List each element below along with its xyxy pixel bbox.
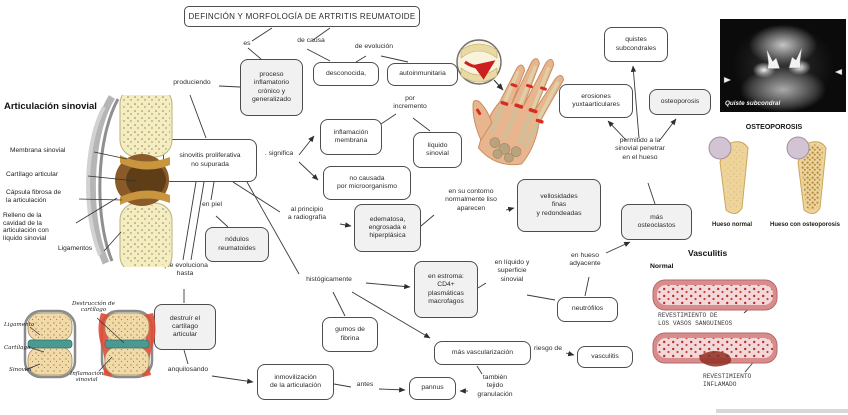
node-liquido-sinovial: líquido sinovial	[413, 132, 462, 168]
edge-label-en-contorno: en su contorno normalmente liso aparecen	[445, 188, 497, 212]
anatomy-title: Articulación sinovial	[4, 101, 97, 112]
edge-label-en-liquido: en líquido y superficie sinovial	[494, 259, 530, 283]
anatomy-label-capsula: Cápsula fibrosa de la articulación	[6, 189, 61, 204]
edge-label-de-causa: de causa	[297, 37, 325, 44]
edge-label-es: es	[243, 40, 251, 47]
edge-label-de-evolucion: de evolución	[354, 43, 394, 50]
osteoporosis-bones-illustration	[708, 136, 827, 214]
vasculitis-lining-label: REVESTIMIENTO DE LOS VASOS SANGUINEOS	[658, 312, 733, 328]
anatomy-label-cartilago: Cartílago articular	[6, 171, 59, 178]
edge-label-al-principio: al principio a radiografía	[287, 206, 327, 222]
joint-label-ligamento: Ligamento	[4, 322, 35, 328]
joint-label-destruccion: Destrucción de cartílago	[72, 301, 115, 314]
knee-xray-image: Quiste subcondral	[720, 19, 846, 112]
anatomy-label-relleno: Relleno de la cavidad de la articulación…	[3, 212, 49, 242]
anatomy-label-ligamentos: Ligamentos	[58, 245, 93, 252]
edge-label-por-incremento: por incremento	[393, 95, 427, 111]
node-mas-osteoclastos: más osteoclastos	[621, 204, 692, 240]
vasculitis-normal-label: Normal	[650, 263, 674, 270]
joint-label-cartilago: Cartílago	[4, 345, 31, 351]
edge-label-en-hueso: en hueso adyacente	[569, 252, 601, 268]
vasculitis-title: Vasculitis	[688, 248, 728, 258]
edge-label-significa: . significa	[264, 150, 294, 157]
edge-label-antes: antes	[356, 381, 374, 388]
xray-arrows	[723, 46, 843, 84]
edge-label-produciendo: produciendo	[173, 79, 211, 86]
node-edematosa: edematosa, engrosada e hiperplásica	[354, 204, 421, 252]
node-proceso: proceso inflamatorio crónico y generaliz…	[240, 59, 303, 116]
node-nodulos: nódulos reumatoides	[205, 227, 269, 262]
node-autoinmunitaria: autoinmunitaria	[387, 63, 458, 86]
node-gumos: gumos de fibrina	[322, 317, 378, 352]
xray-caption: Quiste subcondral	[725, 100, 781, 107]
node-osteoporosis: osteoporosis	[649, 89, 711, 115]
node-sinovitis: sinovitis proliferativa no supurada	[163, 139, 257, 182]
arthritic-hand-illustration	[456, 39, 565, 166]
edge-label-que-evoluciona: que evoluciona hasta	[162, 262, 208, 278]
node-no-causada: no causada por microorganismo	[323, 166, 411, 200]
node-en-estroma: en estroma: CD4+ plasmáticas macrofagos	[414, 261, 478, 318]
vasculitis-vessels-illustration	[652, 279, 778, 367]
edge-label-permitido: permitido a la sinovial penetrar en el h…	[615, 137, 665, 161]
edge-label-anquilosando: anquilosando	[167, 366, 209, 373]
anatomy-label-membrana: Membrana sinovial	[10, 147, 66, 154]
node-quistes: quistes subcondrales	[604, 27, 668, 62]
osteoporosis-label-normal: Hueso normal	[711, 222, 752, 228]
node-inflamacion-membrana: inflamación membrana	[320, 119, 382, 155]
node-vellosidades: vellosidades finas y redondeadas	[517, 179, 601, 232]
node-neutrofilos: neutrófilos	[557, 297, 618, 322]
edge-label-tambien: también tejido granulación	[477, 374, 513, 398]
edge-label-en-piel: en piel	[201, 201, 223, 208]
joint-label-inflamacion: Inflamación sinovial	[70, 371, 104, 384]
edge-label-riesgo-de: riesgo de	[534, 345, 562, 352]
joint-label-sinovial: Sinovial	[9, 367, 32, 373]
node-desconocida: desconocida,	[313, 62, 379, 86]
bottom-divider	[716, 409, 848, 413]
edge-label-histogicamente: histógicamente	[306, 276, 352, 283]
node-erosiones: erosiones yuxtaarticulares	[559, 84, 633, 118]
osteoporosis-title: OSTEOPOROSIS	[745, 124, 803, 131]
map-title: DEFINCIÓN Y MORFOLOGÍA DE ARTRITIS REUMA…	[184, 6, 420, 27]
node-mas-vascularizacion: más vascularización	[434, 341, 531, 365]
node-inmovilizacion: inmovilización de la articulación	[257, 364, 334, 400]
osteoporosis-label-with: Hueso con osteoporosis	[769, 222, 840, 228]
node-pannus: pannus	[409, 377, 456, 400]
vasculitis-inflamed-label: REVESTIMIENTO INFLAMADO	[703, 373, 752, 389]
node-destruir: destruír el cartílago articular	[154, 304, 216, 350]
node-vasculitis: vasculitis	[577, 346, 633, 368]
